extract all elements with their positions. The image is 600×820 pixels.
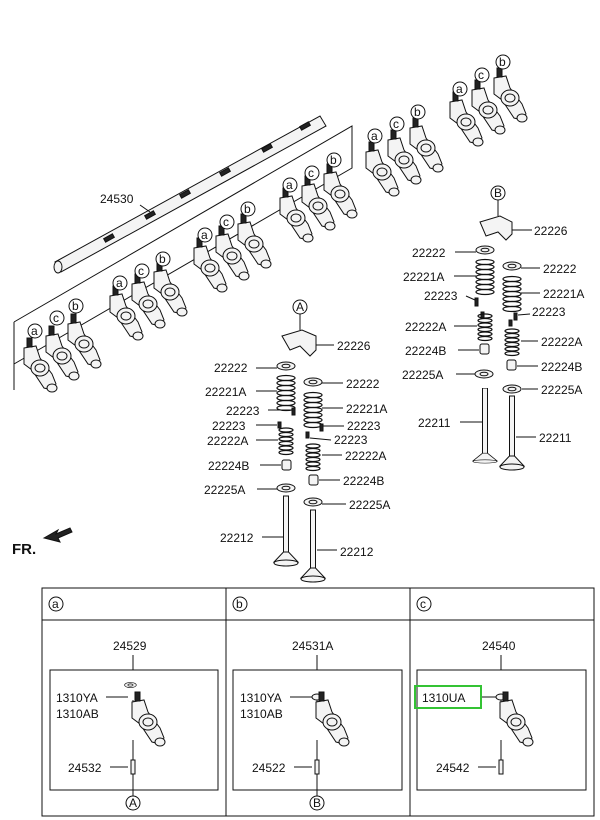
front-label: FR. <box>12 541 36 558</box>
col-b-assembly: 24531A <box>292 639 333 653</box>
svg-text:22224B: 22224B <box>541 360 582 374</box>
rocker-group-5: a c b <box>365 104 444 197</box>
svg-text:22222A: 22222A <box>405 320 446 334</box>
svg-text:22222: 22222 <box>412 246 446 260</box>
svg-text:22225A: 22225A <box>349 498 390 512</box>
col-c-nut[interactable]: 1310UA <box>422 691 465 705</box>
col-b-marker: b <box>236 597 243 611</box>
svg-text:22211: 22211 <box>418 416 451 430</box>
svg-text:22225A: 22225A <box>204 483 245 497</box>
highlight-box <box>414 685 482 709</box>
marker-a: a <box>371 129 378 143</box>
marker-c: c <box>53 311 59 325</box>
marker-b: b <box>159 252 166 266</box>
svg-text:22223: 22223 <box>226 404 260 418</box>
ref-marker-B: B <box>494 186 502 200</box>
svg-text:1310YA: 1310YA <box>240 691 282 705</box>
svg-text:22212: 22212 <box>220 531 254 545</box>
marker-c: c <box>223 215 229 229</box>
svg-text:22211: 22211 <box>539 431 572 445</box>
svg-text:1310AB: 1310AB <box>240 707 283 721</box>
col-a-marker: a <box>52 597 59 611</box>
col-a-assembly: 24529 <box>113 639 147 653</box>
svg-text:22223: 22223 <box>532 305 566 319</box>
valve-group-b: B 22226 22222 22221A 22223 22222A 22224B… <box>402 185 584 471</box>
rocker-group-6: a c b <box>449 54 528 147</box>
svg-text:1310AB: 1310AB <box>56 707 99 721</box>
marker-c: c <box>478 68 484 82</box>
svg-text:22222A: 22222A <box>207 434 248 448</box>
svg-text:22223: 22223 <box>212 419 246 433</box>
svg-text:24532: 24532 <box>68 761 102 775</box>
svg-text:22222: 22222 <box>346 377 380 391</box>
front-indicator: FR. <box>12 527 73 558</box>
svg-text:24542: 24542 <box>436 761 470 775</box>
svg-text:22221A: 22221A <box>346 402 387 416</box>
marker-b: b <box>72 299 79 313</box>
svg-text:22224B: 22224B <box>405 344 446 358</box>
marker-a: a <box>456 82 463 96</box>
marker-c: c <box>393 117 399 131</box>
svg-text:22221A: 22221A <box>205 385 246 399</box>
marker-b: b <box>499 55 506 69</box>
rocker-group-2: a c b <box>109 251 188 341</box>
col-a-ref: A <box>129 796 137 810</box>
shaft-label: 24530 <box>100 192 134 206</box>
rocker-group-1: a c b <box>23 298 102 393</box>
svg-text:22221A: 22221A <box>543 287 584 301</box>
svg-text:1310YA: 1310YA <box>56 691 98 705</box>
marker-a: a <box>286 178 293 192</box>
marker-a: a <box>116 276 123 290</box>
svg-text:22226: 22226 <box>534 224 568 238</box>
svg-text:22223: 22223 <box>334 433 368 447</box>
rocker-group-4: a c b <box>279 152 358 243</box>
marker-b: b <box>330 153 337 167</box>
svg-text:22224B: 22224B <box>343 474 384 488</box>
marker-b: b <box>414 105 421 119</box>
svg-text:22223: 22223 <box>424 289 458 303</box>
rocker-shaft <box>53 115 327 274</box>
ref-marker-A: A <box>296 300 304 314</box>
rocker-group-3: a c b <box>193 201 272 293</box>
marker-a: a <box>31 324 38 338</box>
marker-b: b <box>244 202 251 216</box>
svg-text:22224B: 22224B <box>208 459 249 473</box>
marker-c: c <box>138 264 144 278</box>
svg-text:22222A: 22222A <box>541 335 582 349</box>
svg-text:22221A: 22221A <box>403 270 444 284</box>
svg-text:22212: 22212 <box>340 545 374 559</box>
svg-text:22223: 22223 <box>347 419 381 433</box>
detail-table: a 24529 1310YA 1310AB 24532 A b 24531A 1… <box>41 587 595 817</box>
svg-text:24522: 24522 <box>252 761 286 775</box>
svg-text:22225A: 22225A <box>402 368 443 382</box>
svg-text:22225A: 22225A <box>541 383 582 397</box>
svg-text:22222: 22222 <box>214 361 248 375</box>
valve-group-a: A 22226 22222 22221A 22223 22223 22222A … <box>204 299 390 583</box>
col-b-ref: B <box>313 796 321 810</box>
marker-a: a <box>201 228 208 242</box>
svg-text:22222: 22222 <box>543 262 577 276</box>
svg-text:22222A: 22222A <box>345 449 386 463</box>
col-c-marker: c <box>420 597 426 611</box>
svg-text:22226: 22226 <box>337 339 371 353</box>
marker-c: c <box>308 166 314 180</box>
col-c-assembly: 24540 <box>482 639 516 653</box>
